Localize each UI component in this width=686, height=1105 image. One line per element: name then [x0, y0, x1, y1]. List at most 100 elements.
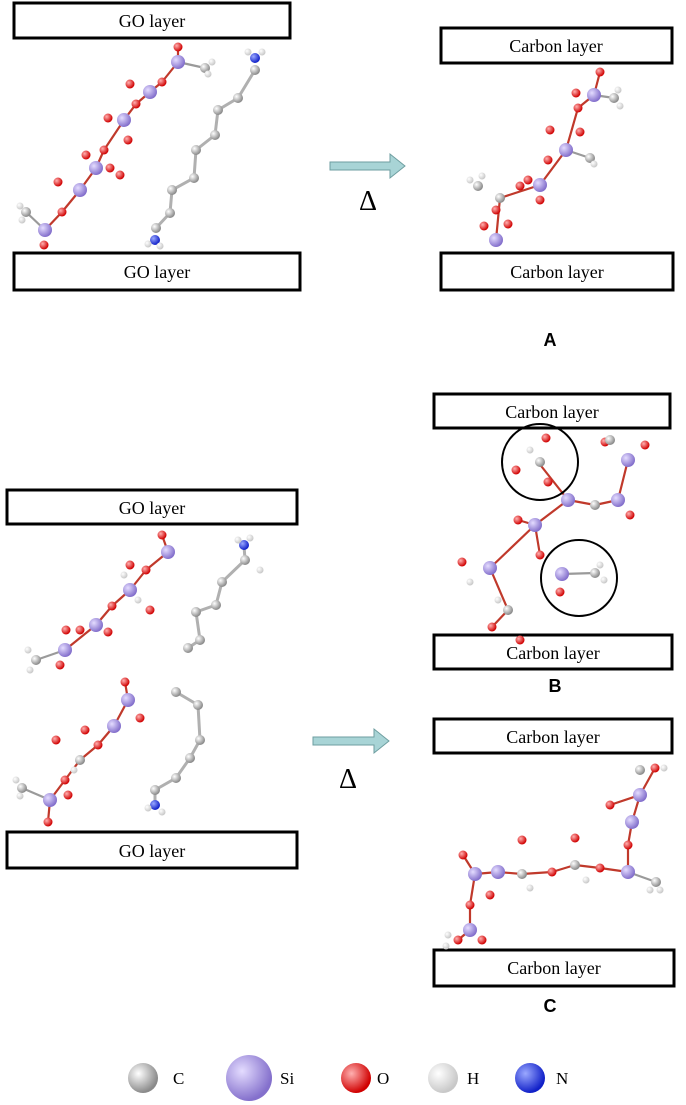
- carbon-atom: [167, 185, 177, 195]
- oxygen-atom: [63, 790, 73, 800]
- oxygen-atom: [575, 127, 585, 137]
- silicon-atom: [468, 867, 482, 881]
- arrow-a: Δ: [329, 152, 406, 217]
- atoms: [12, 42, 668, 950]
- carbon-atom: [210, 130, 220, 140]
- oxygen-atom: [513, 515, 523, 525]
- go-layer-label: GO layer: [119, 498, 185, 518]
- hydrogen-atom: [442, 942, 450, 950]
- hydrogen-atom: [600, 576, 608, 584]
- hydrogen-atom: [478, 172, 486, 180]
- silicon-atom: [117, 113, 131, 127]
- legend-label-si: Si: [280, 1069, 294, 1088]
- go-layer-top-a: GO layer: [12, 1, 292, 40]
- oxygen-atom: [131, 99, 141, 109]
- oxygen-atom: [39, 240, 49, 250]
- hydrogen-atom: [120, 571, 128, 579]
- hydrogen-atom: [144, 240, 152, 248]
- carbon-layer-label: Carbon layer: [506, 643, 599, 663]
- oxygen-atom: [115, 170, 125, 180]
- oxygen-atom: [511, 465, 521, 475]
- hydrogen-atom: [70, 766, 78, 774]
- hydrogen-atom: [144, 804, 152, 812]
- silicon-atom: [555, 567, 569, 581]
- oxygen-atom: [43, 817, 53, 827]
- carbon-atom: [171, 687, 181, 697]
- go-layer-label: GO layer: [119, 11, 185, 31]
- panel-bc-reactants: GO layer GO layer: [5, 488, 390, 870]
- hydrogen-atom: [444, 931, 452, 939]
- oxygen-atom: [605, 800, 615, 810]
- silicon-atom: [625, 815, 639, 829]
- hydrogen-atom: [26, 666, 34, 674]
- hydrogen-atom: [526, 446, 534, 454]
- legend-item-h: H: [428, 1063, 479, 1093]
- silicon-atom: [73, 183, 87, 197]
- oxygen-atom: [53, 177, 63, 187]
- oxygen-atom: [57, 207, 67, 217]
- oxygen-atom: [541, 433, 551, 443]
- carbon-atom: [240, 555, 250, 565]
- go-layer-top-bc: GO layer: [5, 488, 299, 526]
- hydrogen-atom: [158, 808, 166, 816]
- oxygen-atom: [555, 587, 565, 597]
- panel-label-a: A: [544, 330, 557, 350]
- go-layer-label: GO layer: [119, 841, 185, 861]
- nitrogen-atom: [250, 53, 260, 63]
- oxygen-atom: [477, 935, 487, 945]
- oxygen-atom: [107, 601, 117, 611]
- silicon-atom: [559, 143, 573, 157]
- molecule-crosslinked-c: [457, 767, 657, 941]
- silicon-atom: [491, 865, 505, 879]
- carbon-atom: [185, 753, 195, 763]
- hydrogen-atom: [494, 596, 502, 604]
- oxygen-atom: [623, 840, 633, 850]
- carbon-atom: [651, 877, 661, 887]
- molecule-amine-upper-bc: [187, 544, 247, 650]
- molecule-siloxane-chain-a: [25, 47, 206, 231]
- carbon-atom: [200, 63, 210, 73]
- carbon-atom: [195, 735, 205, 745]
- oxygen-atom: [125, 560, 135, 570]
- silicon-atom: [121, 693, 135, 707]
- silicon-atom: [587, 88, 601, 102]
- oxygen-atom: [543, 477, 553, 487]
- oxygen-atom: [145, 605, 155, 615]
- silicon-atom: [38, 223, 52, 237]
- oxygen-atom: [103, 113, 113, 123]
- legend-label-o: O: [377, 1069, 389, 1088]
- hydrogen-atom-icon: [428, 1063, 458, 1093]
- silicon-atom: [621, 453, 635, 467]
- carbon-layer-label: Carbon layer: [506, 727, 599, 747]
- oxygen-atom: [105, 163, 115, 173]
- hydrogen-atom: [244, 48, 252, 56]
- legend-label-c: C: [173, 1069, 184, 1088]
- hydrogen-atom: [134, 596, 142, 604]
- hydrogen-atom: [208, 58, 216, 66]
- oxygen-atom: [157, 530, 167, 540]
- oxygen-atom: [625, 510, 635, 520]
- legend: C Si O H N: [128, 1055, 568, 1101]
- hydrogen-atom: [204, 70, 212, 78]
- carbon-atom: [473, 181, 483, 191]
- carbon-layer-top-a: Carbon layer: [439, 26, 674, 65]
- carbon-atom: [165, 208, 175, 218]
- hydrogen-atom: [24, 646, 32, 654]
- legend-label-h: H: [467, 1069, 479, 1088]
- oxygen-atom-icon: [341, 1063, 371, 1093]
- panel-label-b: B: [549, 676, 562, 696]
- oxygen-atom: [535, 195, 545, 205]
- silicon-atom: [143, 85, 157, 99]
- carbon-atom: [605, 435, 615, 445]
- silicon-atom: [107, 719, 121, 733]
- carbon-atom: [75, 755, 85, 765]
- silicon-atom: [483, 561, 497, 575]
- oxygen-atom: [457, 557, 467, 567]
- highlight-circle: [501, 423, 579, 501]
- silicon-atom: [463, 923, 477, 937]
- carbon-atom: [191, 145, 201, 155]
- carbon-layer-top-c: Carbon layer: [432, 717, 674, 755]
- hydrogen-atom: [596, 561, 604, 569]
- legend-item-c: C: [128, 1063, 184, 1093]
- oxygen-atom: [523, 175, 533, 185]
